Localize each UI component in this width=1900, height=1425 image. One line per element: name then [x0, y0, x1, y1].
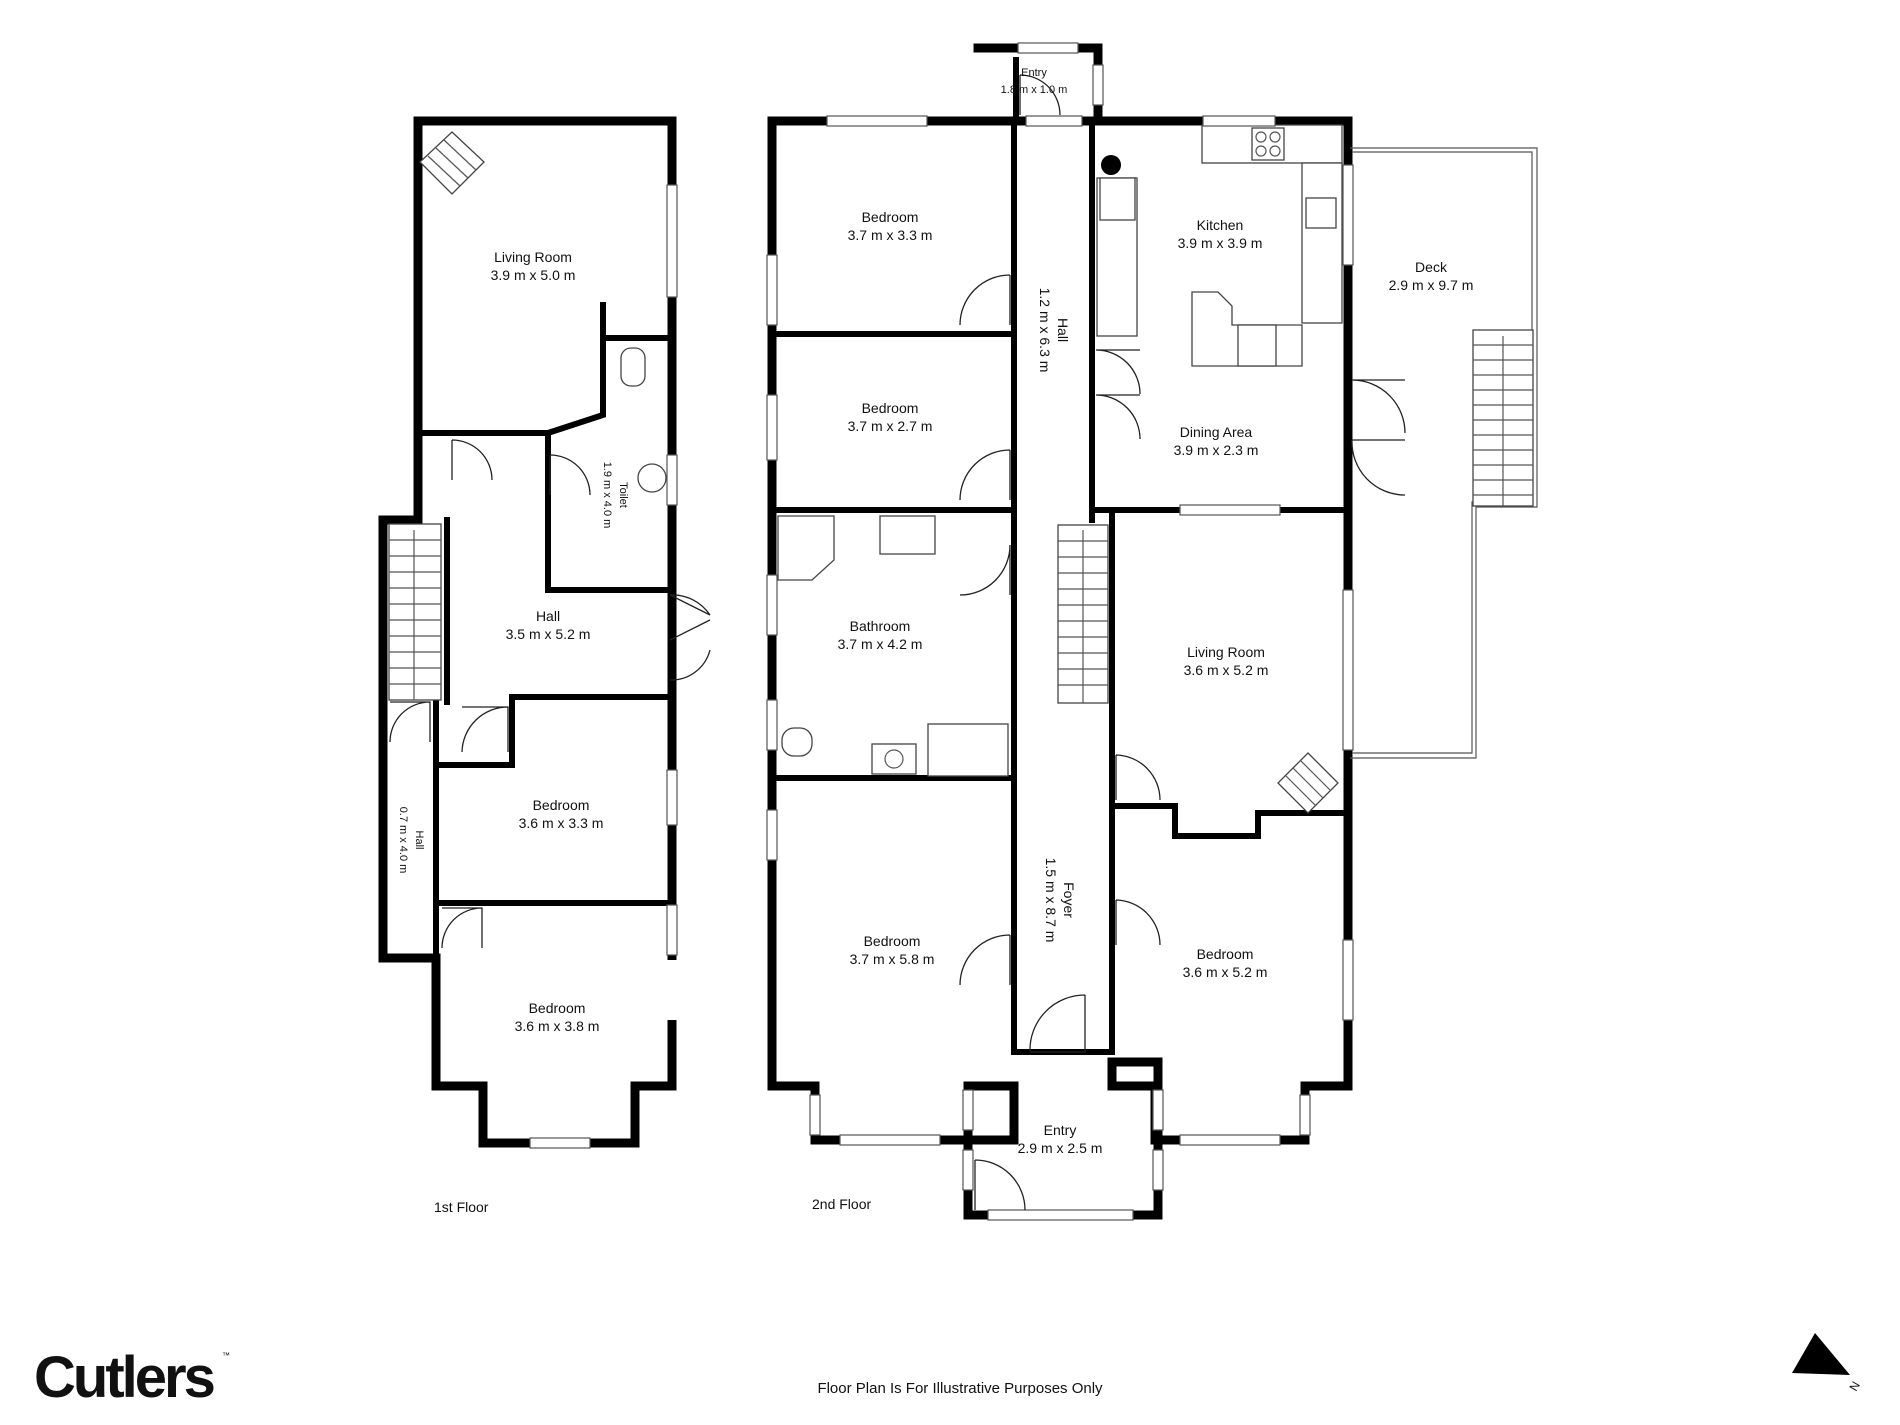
second-floor — [766, 42, 1538, 1221]
f2-bed2-name: Bedroom — [862, 400, 919, 416]
f2-bed4-name: Bedroom — [1197, 946, 1254, 962]
f1-bed2-dim: 3.6 m x 3.8 m — [515, 1018, 600, 1034]
f2-bathroom-fixtures — [777, 515, 1009, 777]
f2-deck-dim: 2.9 m x 9.7 m — [1389, 277, 1474, 293]
room-labels: Living Room 3.9 m x 5.0 m Toilet 1.9 m x… — [397, 67, 1473, 1156]
f1-toilet-dim: 1.9 m x 4.0 m — [601, 462, 613, 529]
f2-deck-stairs — [1472, 329, 1534, 507]
brand-logo: Cutlers — [34, 1345, 214, 1410]
f2-dining-name: Dining Area — [1180, 424, 1253, 440]
f2-deck-name: Deck — [1415, 259, 1448, 275]
f2-bed1-name: Bedroom — [862, 209, 919, 225]
f2-entry-top-dim: 1.8 m x 1.0 m — [1001, 84, 1068, 96]
f1-toilet-name: Toilet — [617, 482, 629, 508]
disclaimer-text: Floor Plan Is For Illustrative Purposes … — [817, 1380, 1103, 1397]
north-arrow-icon: N — [1792, 1333, 1863, 1394]
f2-foyer-dim: 1.5 m x 8.7 m — [1043, 858, 1059, 943]
f2-kitchen-dim: 3.9 m x 3.9 m — [1178, 235, 1263, 251]
f2-foyer-name: Foyer — [1061, 882, 1077, 918]
f1-stairs — [388, 523, 442, 701]
f2-deck-outline — [1350, 147, 1538, 759]
second-floor-label: 2nd Floor — [812, 1196, 871, 1212]
first-floor-label: 1st Floor — [434, 1199, 489, 1215]
f2-living-name: Living Room — [1187, 644, 1265, 660]
f1-bed1-name: Bedroom — [533, 797, 590, 813]
f1-bed1-dim: 3.6 m x 3.3 m — [519, 815, 604, 831]
f1-basin-fixture — [637, 463, 667, 493]
f2-kitchen-fixtures — [1096, 124, 1343, 367]
f2-extinguisher-icon — [1101, 155, 1121, 175]
f1-living-dim: 3.9 m x 5.0 m — [491, 267, 576, 283]
f2-bath-name: Bathroom — [850, 618, 911, 634]
f1-living-name: Living Room — [494, 249, 572, 265]
f2-exterior-wall — [767, 116, 1353, 1220]
f2-dining-dim: 3.9 m x 2.3 m — [1174, 442, 1259, 458]
f1-toilet-fixture — [620, 347, 646, 387]
f2-entry-top-name: Entry — [1021, 67, 1047, 79]
f1-exterior-wall — [378, 116, 677, 1148]
f1-hall-dim: 3.5 m x 5.2 m — [506, 626, 591, 642]
f2-bed2-dim: 3.7 m x 2.7 m — [848, 418, 933, 434]
f1-hall-small-dim: 0.7 m x 4.0 m — [397, 807, 409, 874]
f2-bath-dim: 3.7 m x 4.2 m — [838, 636, 923, 652]
f2-bed3-dim: 3.7 m x 5.8 m — [850, 951, 935, 967]
f2-entry-dim: 2.9 m x 2.5 m — [1018, 1140, 1103, 1156]
f2-bed4-dim: 3.6 m x 5.2 m — [1183, 964, 1268, 980]
f1-hall-small-name: Hall — [413, 831, 425, 850]
f2-hall-stairs — [1057, 524, 1109, 704]
f1-hall-name: Hall — [536, 608, 560, 624]
f2-kitchen-name: Kitchen — [1197, 217, 1244, 233]
f2-hall-name: Hall — [1055, 318, 1071, 342]
f1-bed2-name: Bedroom — [529, 1000, 586, 1016]
brand-trademark: ™ — [222, 1351, 230, 1360]
f2-hall-dim: 1.2 m x 6.3 m — [1037, 288, 1053, 373]
f1-fireplace-icon — [419, 131, 485, 195]
f2-fireplace-icon — [1277, 752, 1339, 814]
f2-bed1-dim: 3.7 m x 3.3 m — [848, 227, 933, 243]
f2-bed3-name: Bedroom — [864, 933, 921, 949]
first-floor — [378, 116, 711, 1149]
f2-living-dim: 3.6 m x 5.2 m — [1184, 662, 1269, 678]
north-label: N — [1846, 1379, 1862, 1394]
f2-entry-name: Entry — [1044, 1122, 1077, 1138]
